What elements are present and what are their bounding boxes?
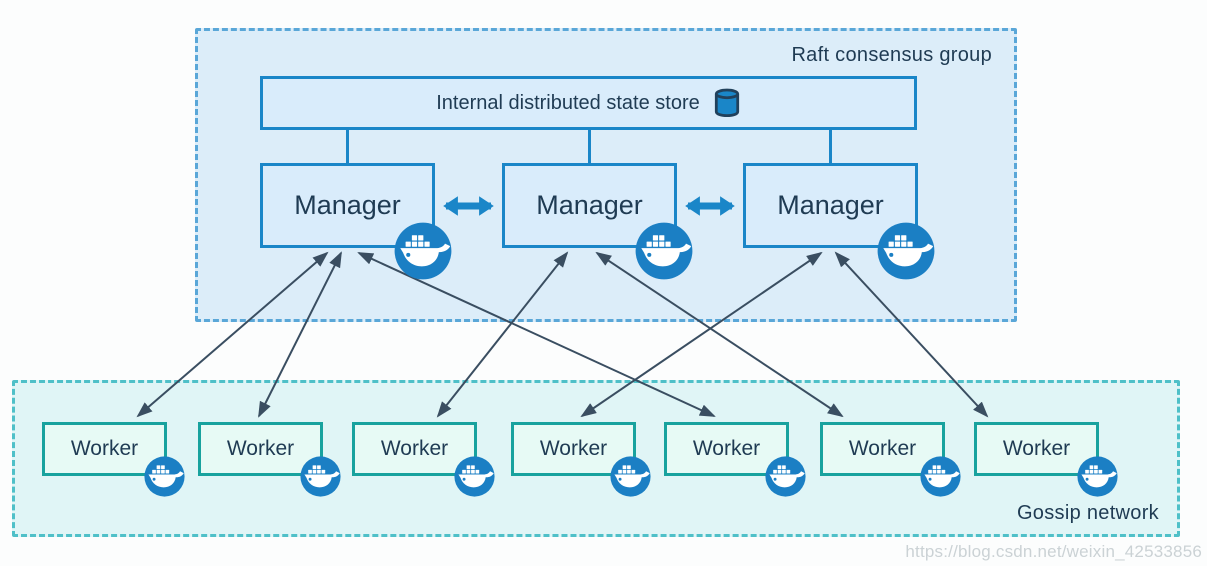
worker-node-1: Worker bbox=[42, 422, 167, 476]
watermark-url: https://blog.csdn.net/weixin_42533856 bbox=[905, 542, 1202, 561]
docker-whale-icon bbox=[765, 456, 806, 497]
worker-node-2: Worker bbox=[198, 422, 323, 476]
docker-whale-icon bbox=[920, 456, 961, 497]
docker-whale-icon bbox=[144, 456, 185, 497]
gossip-network-label: Gossip network bbox=[1016, 502, 1159, 524]
database-cylinder-icon bbox=[713, 88, 741, 118]
worker-label: Worker bbox=[226, 437, 295, 460]
worker-node-7: Worker bbox=[974, 422, 1099, 476]
raft-group-label: Raft consensus group bbox=[791, 44, 992, 66]
docker-whale-icon bbox=[877, 222, 935, 280]
worker-label: Worker bbox=[848, 437, 917, 460]
state-store-label: Internal distributed state store bbox=[436, 91, 700, 114]
worker-label: Worker bbox=[380, 437, 449, 460]
worker-node-3: Worker bbox=[352, 422, 477, 476]
worker-label: Worker bbox=[1002, 437, 1071, 460]
docker-whale-icon bbox=[454, 456, 495, 497]
worker-node-5: Worker bbox=[664, 422, 789, 476]
worker-label: Worker bbox=[692, 437, 761, 460]
docker-whale-icon bbox=[610, 456, 651, 497]
manager-label: Manager bbox=[294, 190, 401, 220]
manager-label: Manager bbox=[777, 190, 884, 220]
docker-whale-icon bbox=[1077, 456, 1118, 497]
docker-whale-icon bbox=[635, 222, 693, 280]
docker-whale-icon bbox=[394, 222, 452, 280]
manager-label: Manager bbox=[536, 190, 643, 220]
state-store-node: Internal distributed state store bbox=[260, 76, 917, 130]
docker-whale-icon bbox=[300, 456, 341, 497]
worker-label: Worker bbox=[539, 437, 608, 460]
worker-label: Worker bbox=[70, 437, 139, 460]
